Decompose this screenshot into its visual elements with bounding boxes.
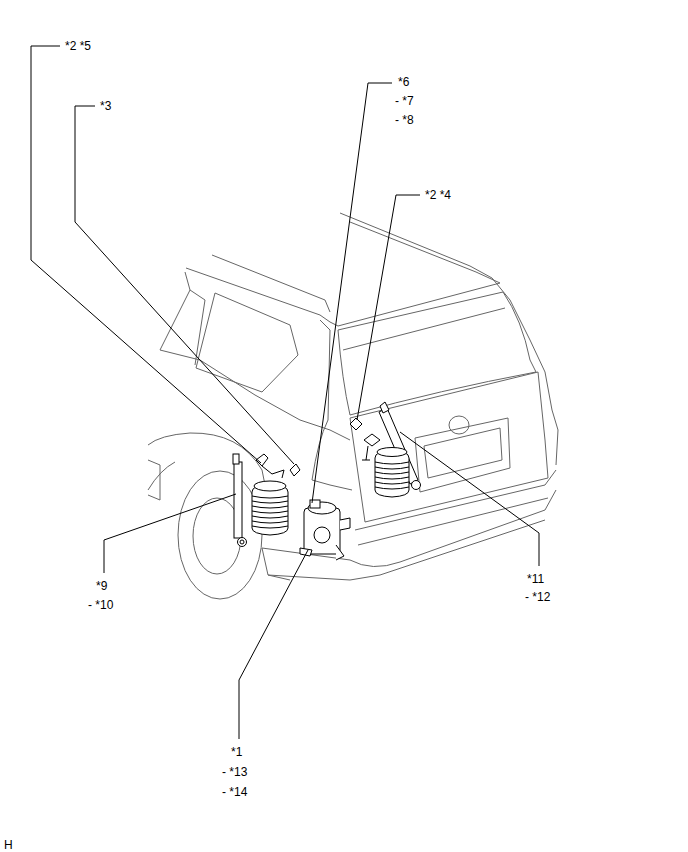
right-height-sensor xyxy=(362,446,370,460)
left-shock-absorber xyxy=(234,462,242,538)
callout-number: - *12 xyxy=(525,590,550,604)
vehicle-outline xyxy=(492,278,558,465)
right-air-spring xyxy=(375,462,409,489)
leader-line xyxy=(400,432,539,566)
vehicle-outline xyxy=(148,213,558,599)
left-air-spring xyxy=(252,496,288,528)
callout-number: *11 xyxy=(527,572,544,586)
right-shock-absorber xyxy=(380,402,389,413)
left-air-spring xyxy=(252,484,288,535)
leader-line xyxy=(75,106,294,464)
height-sensor xyxy=(262,466,284,478)
vehicle-outline xyxy=(196,293,298,392)
compressor xyxy=(340,518,350,530)
vehicle-outline xyxy=(343,308,505,350)
compressor xyxy=(310,500,320,508)
vehicle-outline xyxy=(415,418,510,492)
leader-line xyxy=(239,550,308,739)
left-air-spring xyxy=(252,481,288,535)
right-height-sensor xyxy=(364,434,380,446)
height-sensor xyxy=(256,454,300,478)
vehicle-outline xyxy=(358,498,548,545)
right-air-spring xyxy=(375,450,409,497)
right-height-sensor xyxy=(350,418,380,460)
callout-number: *2 *4 xyxy=(425,188,451,202)
vehicle-outline xyxy=(186,268,330,322)
compressor xyxy=(336,545,344,560)
vehicle-outline xyxy=(350,222,476,272)
callout-number: *9 xyxy=(96,579,107,593)
vehicle-outline xyxy=(312,320,352,490)
callout-number: - *14 xyxy=(222,785,247,799)
vehicle-outline xyxy=(148,460,160,500)
callout-number: - *8 xyxy=(395,113,414,127)
vehicle-outline xyxy=(160,350,350,440)
callout-number: - *13 xyxy=(222,765,247,779)
vehicle-outline xyxy=(340,213,492,278)
leader-line xyxy=(104,494,236,573)
vehicle-outline xyxy=(262,548,290,580)
right-air-spring xyxy=(377,448,407,457)
callout-number: - *10 xyxy=(88,598,113,612)
callout-number: *1 xyxy=(231,745,242,759)
callout-number: *3 xyxy=(100,99,111,113)
right-height-sensor xyxy=(350,418,362,430)
right-air-spring xyxy=(375,448,409,498)
vehicle-outline xyxy=(350,372,548,522)
vehicle-outline xyxy=(190,290,205,365)
figure-code: H xyxy=(4,838,13,852)
vehicle-outline xyxy=(212,255,330,312)
vehicle-outline xyxy=(148,462,175,490)
right-shock-absorber xyxy=(412,481,421,490)
leader-line xyxy=(31,46,261,463)
vehicle-outline xyxy=(160,272,190,350)
vehicle-outline xyxy=(262,490,556,567)
left-air-spring xyxy=(254,481,286,491)
leader-line xyxy=(357,195,420,420)
vehicle-outline xyxy=(424,428,502,478)
left-shock-absorber xyxy=(233,454,239,464)
leader-line xyxy=(312,83,392,503)
height-sensor xyxy=(290,464,300,476)
vehicle-outline xyxy=(449,416,469,434)
left-shock-absorber xyxy=(238,538,247,547)
left-shock-absorber xyxy=(240,540,244,544)
callout-number: - *7 xyxy=(395,94,414,108)
left-shock-absorber xyxy=(233,454,247,547)
compressor xyxy=(304,508,340,554)
callout-number: *2 *5 xyxy=(65,39,91,53)
callout-number: *6 xyxy=(398,75,409,89)
vehicle-outline xyxy=(178,471,262,599)
compressor xyxy=(314,527,330,543)
leader-line xyxy=(31,46,539,739)
